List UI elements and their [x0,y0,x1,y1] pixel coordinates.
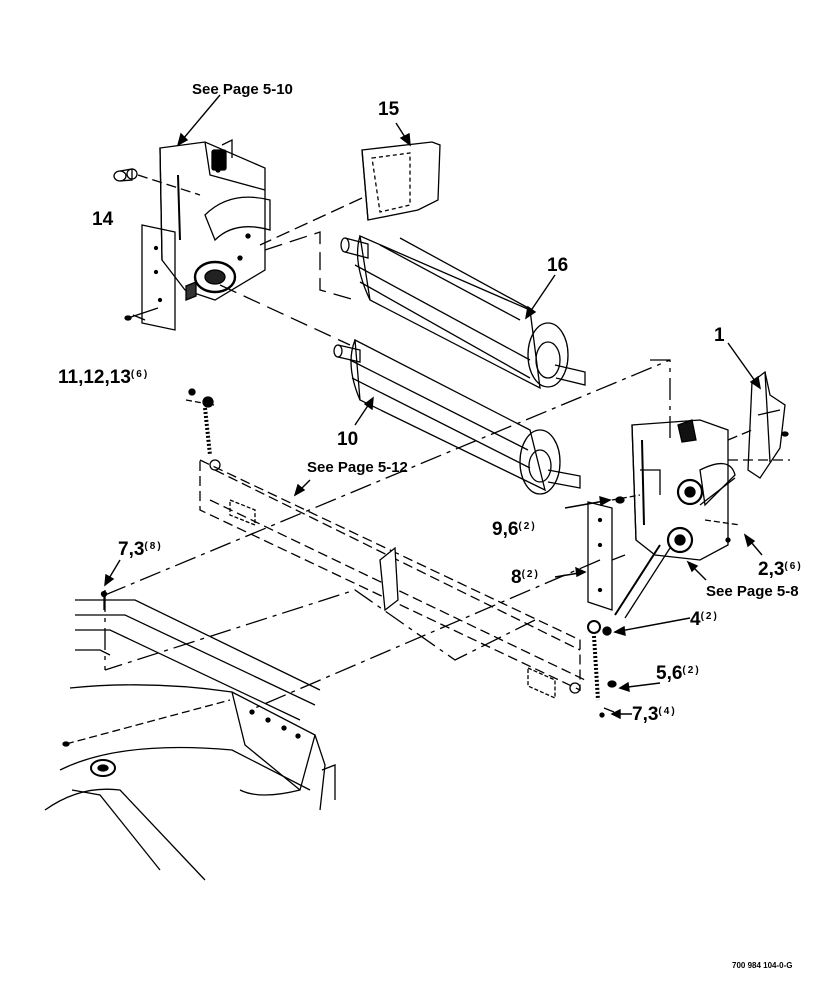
part-7-3-upper-qty: (8) [144,541,163,552]
part-16-label: 16 [547,255,569,276]
lower-header [44,590,336,881]
part-2-3-number: 2,3 [758,559,785,580]
part-2-3-qty: (6) [784,561,803,572]
see-page-5-10-label: See Page 5-10 [192,81,293,98]
left-housing [159,138,271,301]
part-2-3-label: 2,3(6) [758,560,803,579]
shield-part-15 [259,141,441,246]
part-9-6-label: 9,6(2) [492,520,537,539]
part-8-number: 8 [511,567,522,588]
part-8-label: 8(2) [511,568,540,587]
part-14-label: 14 [92,209,114,230]
part-5-6-qty: (2) [682,665,701,676]
part-7-3-lower-number: 7,3 [632,704,659,725]
part-4-qty: (2) [700,611,719,622]
part-7-3-upper-label: 7,3(8) [118,540,163,559]
lower-roller-part-10 [333,338,581,495]
part-9-6-qty: (2) [518,521,537,532]
pin-part-14 [113,168,201,196]
plate-part-8 [587,494,641,611]
part-10-label: 10 [337,429,359,450]
part-11-12-13-number: 11,12,13 [58,367,131,388]
shield-part-1 [747,370,789,479]
part-11-12-13-qty: (6) [130,369,150,380]
part-5-6-label: 5,6(2) [656,664,701,683]
part-7-3-lower-qty: (4) [658,706,677,717]
upper-roller-part-16 [340,234,586,390]
see-page-5-8-label: See Page 5-8 [706,583,799,600]
see-page-5-12-label: See Page 5-12 [307,459,408,476]
part-7-3-lower-label: 7,3(4) [632,705,677,724]
right-chain [587,620,617,718]
leader-arrows [104,94,763,720]
part-1-label: 1 [714,325,725,346]
plate-part-11 [124,224,176,331]
right-housing [614,419,741,619]
part-15-label: 15 [378,99,400,120]
part-8-qty: (2) [521,569,540,580]
main-frame [199,458,586,700]
left-chain [185,388,215,456]
part-11-12-13-label: 11,12,13(6) [58,368,149,387]
part-9-6-number: 9,6 [492,519,519,540]
part-5-6-number: 5,6 [656,663,683,684]
drawing-code: 700 984 104-0-G [732,961,793,970]
part-4-label: 4(2) [690,610,719,629]
part-7-3-upper-number: 7,3 [118,539,145,560]
part-4-number: 4 [690,609,701,630]
